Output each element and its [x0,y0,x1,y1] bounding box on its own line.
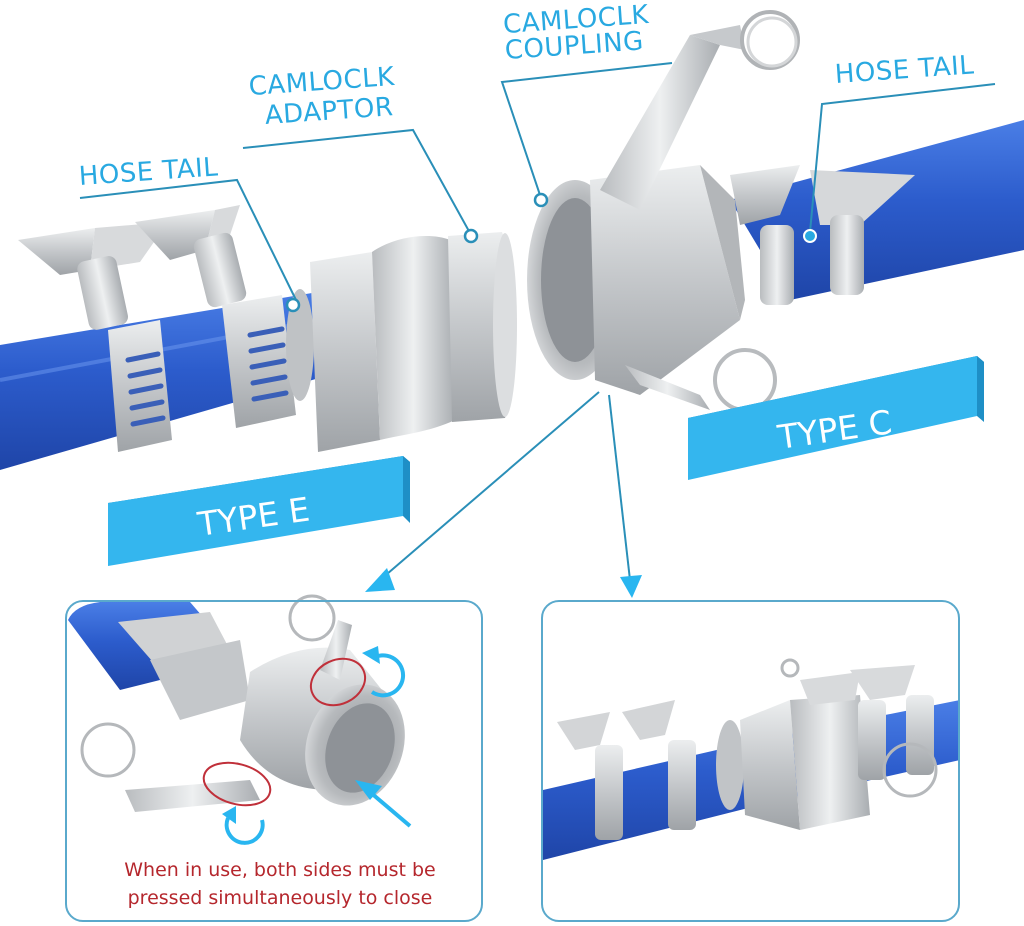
caption-line-2: pressed simultaneously to close [127,887,433,909]
type-e-assembly [0,205,517,470]
callout-adaptor: CAMLOCLK ADAPTOR [248,62,398,132]
hose-clamp-4 [810,170,915,295]
type-c-assembly [527,10,1024,412]
panel-connected-assembly [541,600,960,922]
left-panel-illustration [68,594,412,845]
leader-coupling [500,62,673,199]
direction-arrows [365,391,642,598]
hose-clamp-2 [135,205,296,428]
callout-coupling: CAMLOCLK COUPLING [502,0,652,66]
type-c-banner-shape [688,356,984,480]
closing-instruction-caption: When in use, both sides must be pressed … [70,856,490,912]
push-arrow-icon [368,790,412,828]
right-hose [730,120,1024,300]
right-panel-illustration [543,658,960,860]
leader-hose-tail-left [79,178,298,303]
camlock-adaptor-type-e [286,232,517,452]
panel-closing-instructions [65,600,483,922]
rotate-arrow-lower-icon [224,817,265,845]
red-highlight-lower [202,761,272,807]
hose-clamp-3 [730,165,800,305]
leader-hose-tail-right [809,83,996,233]
leader-adaptor [242,128,471,234]
arrow-head-left-icon [365,568,395,592]
leader-lines [79,62,996,313]
type-e-banner-shape [108,456,410,566]
rotate-arrow-upper-icon [370,653,406,698]
caption-line-1: When in use, both sides must be [124,859,436,881]
red-highlight-upper [309,657,367,707]
arrow-head-down-icon [620,575,642,598]
